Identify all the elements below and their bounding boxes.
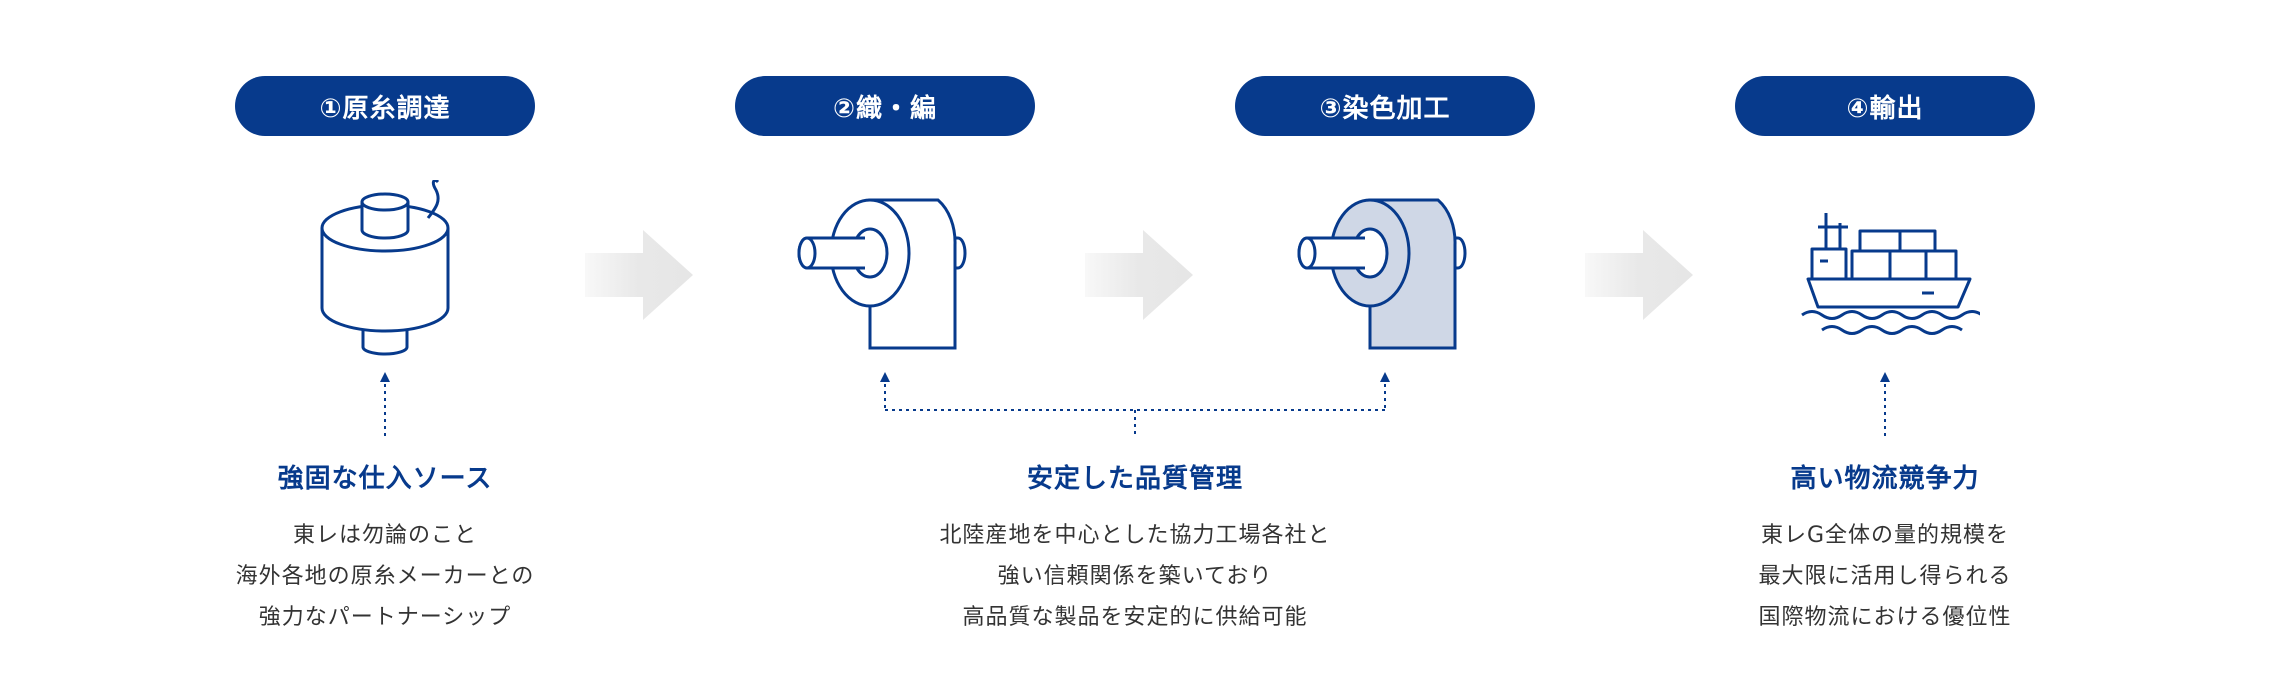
feature-3-line-2: 最大限に活用し得られる	[1758, 564, 2012, 589]
step-3-label: ③染色加工	[1235, 76, 1535, 136]
process-arrow-2	[1085, 230, 1193, 320]
step-4-label: ④輸出	[1735, 76, 2035, 136]
feature-2-description: 北陸産地を中心とした協力工場各社と 強い信頼関係を築いており 高品質な製品を安定…	[835, 515, 1435, 638]
yarn-spool-icon	[320, 180, 450, 356]
feature-1-line-3: 強力なパートナーシップ	[258, 605, 512, 630]
feature-1-line-1: 東レは勿論のこと	[292, 523, 477, 548]
connector-ship	[1880, 372, 1890, 436]
feature-3-line-3: 国際物流における優位性	[1758, 605, 2012, 630]
step-2-label: ②織・編	[735, 76, 1035, 136]
feature-3-heading: 高い物流競争力	[1790, 464, 1980, 494]
feature-1-description: 東レは勿論のこと 海外各地の原糸メーカーとの 強力なパートナーシップ	[165, 515, 605, 638]
process-arrow-3	[1585, 230, 1693, 320]
feature-2-heading: 安定した品質管理	[1026, 464, 1243, 494]
connector-quality	[880, 372, 1390, 436]
step-1-label: ①原糸調達	[235, 76, 535, 136]
process-arrow-1	[585, 230, 693, 320]
feature-1-line-2: 海外各地の原糸メーカーとの	[235, 564, 535, 589]
feature-2-line-3: 高品質な製品を安定的に供給可能	[962, 605, 1308, 630]
fabric-roll-icon	[797, 198, 967, 350]
feature-1-heading: 強固な仕入ソース	[277, 464, 493, 494]
feature-3-description: 東レG全体の量的規模を 最大限に活用し得られる 国際物流における優位性	[1665, 515, 2105, 638]
connector-spool	[380, 372, 390, 436]
cargo-ship-icon	[1801, 213, 1980, 335]
feature-3-line-1: 東レG全体の量的規模を	[1760, 523, 2010, 548]
feature-2-line-1: 北陸産地を中心とした協力工場各社と	[939, 523, 1331, 548]
dyed-fabric-roll-icon	[1297, 198, 1467, 350]
feature-2-line-2: 強い信頼関係を築いており	[997, 564, 1273, 589]
